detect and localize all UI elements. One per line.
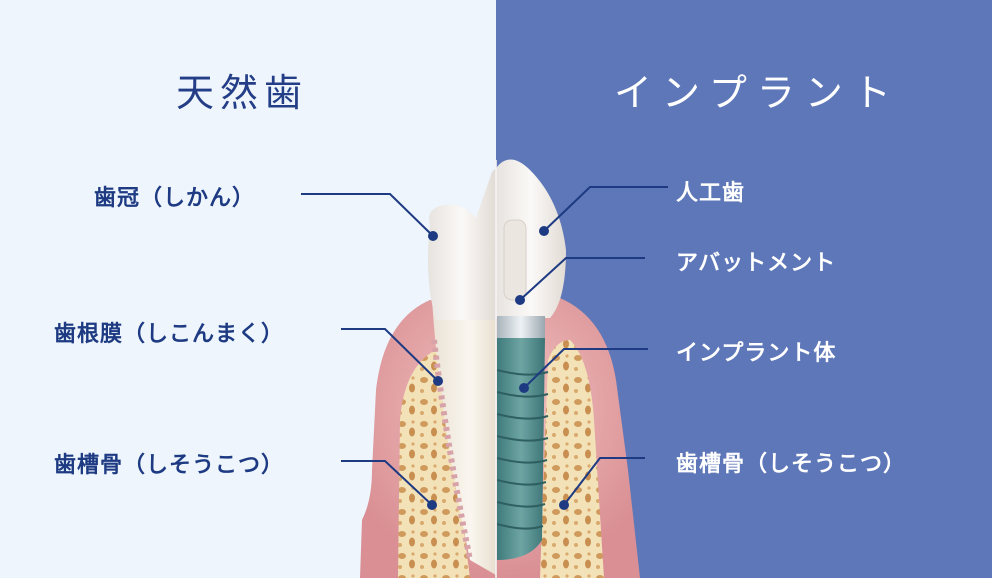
- label-alveolar-bone-left: 歯槽骨（しそうこつ）: [54, 453, 285, 478]
- label-artificial-tooth: 人工歯: [676, 181, 746, 206]
- artificial-tooth-marker: [539, 226, 549, 236]
- label-periodontal-ligament: 歯根膜（しこんまく）: [54, 322, 285, 347]
- alveolar-bone-right: [540, 340, 604, 578]
- natural-tooth-crown: [428, 168, 496, 320]
- alveolar-bone-left-marker: [427, 500, 437, 510]
- label-crown: 歯冠（しかん）: [94, 186, 256, 211]
- implant-title: インプラント: [614, 71, 901, 115]
- crown-marker: [428, 231, 438, 241]
- natural-tooth-root: [432, 300, 496, 575]
- label-alveolar-bone-right: 歯槽骨（しそうこつ）: [676, 452, 907, 477]
- implant-collar: [497, 316, 545, 338]
- alveolar-bone-left: [398, 352, 470, 578]
- alveolar-bone-right-marker: [559, 500, 569, 510]
- label-abutment: アバットメント: [676, 251, 837, 276]
- periodontal-ligament-marker: [433, 376, 443, 386]
- abutment-marker: [515, 295, 525, 305]
- implant-body-marker: [519, 383, 529, 393]
- label-implant-body: インプラント体: [676, 341, 837, 366]
- natural-tooth-title: 天然歯: [176, 71, 309, 115]
